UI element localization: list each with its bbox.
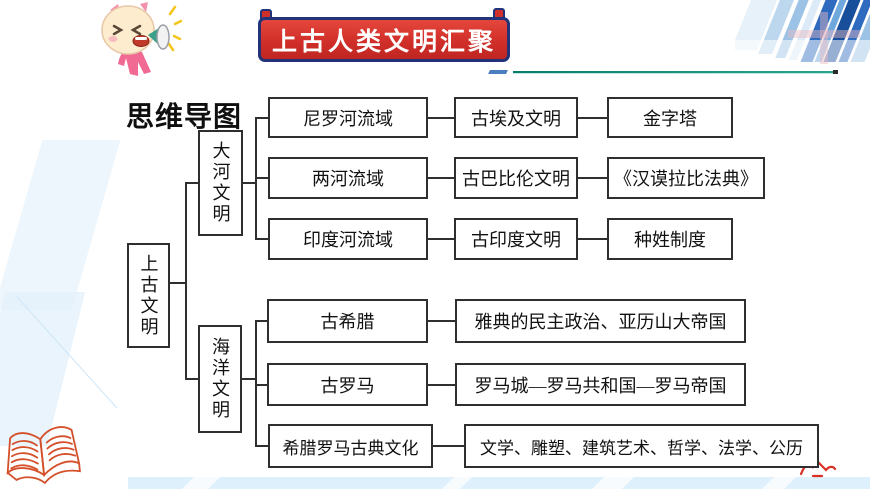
connector-r3-c1c2 [428,238,454,240]
node-ancient-rome: 古罗马 [267,363,428,406]
node-ancient-egypt: 古埃及文明 [454,97,578,138]
connector-r4-c1c2 [428,320,455,322]
connector-trunk [185,182,187,380]
connector-trunk-river [186,182,198,184]
connector-river-row3 [257,238,268,240]
bg-faint-cross [820,12,828,64]
node-caste-system: 种姓制度 [607,218,733,260]
connector-r5-c1c2 [428,384,455,386]
node-ancient-greece: 古希腊 [267,299,428,343]
bg-faint-cross-bar [788,30,860,38]
mascot-megaphone-icon [82,2,183,84]
node-rome-republic-empire: 罗马城—罗马共和国—罗马帝国 [455,363,746,406]
branch-box-river-civilizations: 大河文明 [198,130,243,236]
connector-river-row1 [257,117,268,119]
underline-end-tip [833,70,838,74]
connector-r2-c2c3 [578,177,607,179]
bg-corner-stripes [735,0,870,64]
node-athens-democracy-alexander: 雅典的民主政治、亚历山大帝国 [455,299,746,343]
node-classical-achievements: 文学、雕塑、建筑艺术、哲学、法学、公历 [464,424,819,468]
connector-root-stub [169,282,186,284]
node-greco-roman-classical-culture: 希腊罗马古典文化 [268,424,433,468]
underline-teal-highlight [513,73,835,74]
connector-river-row2 [257,177,268,179]
node-ancient-india: 古印度文明 [454,218,578,260]
page-title: 上古人类文明汇聚 [271,28,496,56]
open-book-icon [1,421,85,489]
connector-river-vertical [255,117,257,240]
connector-r3-c2c3 [578,238,607,240]
connector-ocean-vertical [255,320,257,447]
connector-ocean-row6 [257,445,268,447]
bg-left-parallelogram-lower [0,292,86,446]
connector-r6-c1c2 [433,445,464,447]
connector-river-mid [243,182,255,184]
mindmap-root-box: 上古文明 [127,243,170,348]
connector-ocean-row5 [257,384,267,386]
connector-r1-c2c3 [578,117,607,119]
connector-r1-c1c2 [428,117,454,119]
title-banner: 上古人类文明汇聚 [258,17,510,62]
node-pyramids: 金字塔 [607,97,733,138]
node-nile-valley: 尼罗河流域 [268,97,428,138]
node-indus-valley: 印度河流域 [268,218,428,260]
branch-box-maritime-civilizations: 海洋文明 [198,325,242,433]
connector-ocean-row4 [257,320,267,322]
node-two-rivers-valley: 两河流域 [268,157,428,199]
node-code-of-hammurabi: 《汉谟拉比法典》 [607,157,765,199]
bg-left-diagonal-line [16,296,118,409]
bg-left-parallelogram [0,140,121,310]
connector-ocean-mid [242,378,255,380]
underline-blue-dash [488,70,508,74]
connector-trunk-ocean [186,378,198,380]
connector-r2-c1c2 [428,177,454,179]
section-label: 思维导图 [126,101,243,132]
bg-bottom-band [128,477,870,489]
underline-teal-line [513,71,835,73]
node-ancient-babylon: 古巴比伦文明 [454,157,578,199]
